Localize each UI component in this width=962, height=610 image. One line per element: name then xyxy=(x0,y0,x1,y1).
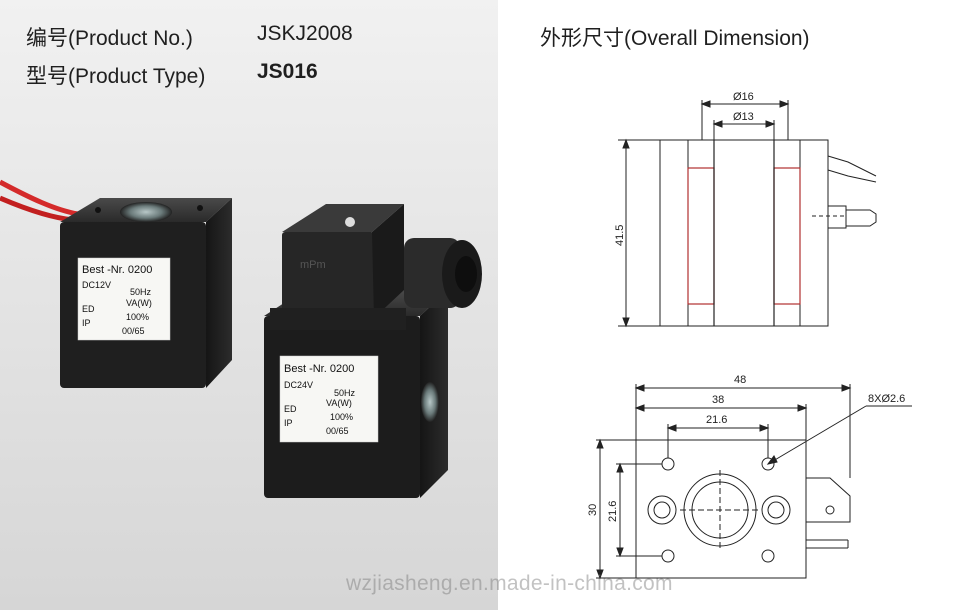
dim-outer-diameter: Ø16 xyxy=(733,91,754,103)
left-label-frequency: 50Hz xyxy=(130,287,152,297)
product-type-value: JS016 xyxy=(257,60,318,83)
left-label-power: VA(W) xyxy=(126,298,152,308)
watermark: wzjiasheng.en.made-in-china.com xyxy=(346,572,673,595)
product-type-label: 型号(Product Type) xyxy=(26,65,206,88)
dim-holes-note: 8XØ2.6 xyxy=(868,393,905,405)
dim-height: 41.5 xyxy=(614,225,626,246)
dimension-title: 外形尺寸(Overall Dimension) xyxy=(540,27,810,50)
front-view-body xyxy=(635,439,807,579)
connector-brand: mPm xyxy=(300,259,326,271)
right-label-title: Best -Nr. 0200 xyxy=(284,363,354,375)
product-no-row: 编号(Product No.) JSKJ2008 xyxy=(26,22,353,52)
right-label-ed: ED xyxy=(284,404,297,414)
right-label-frequency: 50Hz xyxy=(334,388,356,398)
left-coil: Best -Nr. 0200 DC12V 50Hz VA(W) ED 100% … xyxy=(60,198,232,388)
right-label-ed-value: 100% xyxy=(330,412,353,422)
left-label-ip-value: 00/65 xyxy=(122,326,145,336)
left-label-ed-value: 100% xyxy=(126,312,149,322)
dimension-drawing-panel xyxy=(498,0,962,610)
product-no-value: JSKJ2008 xyxy=(257,22,353,45)
right-label-ip-value: 00/65 xyxy=(326,426,349,436)
left-label-ip: IP xyxy=(82,318,91,328)
right-label-power: VA(W) xyxy=(326,398,352,408)
left-label-voltage: DC12V xyxy=(82,280,111,290)
side-view-body xyxy=(659,139,829,327)
right-coil: mPm Best -Nr. 0200 DC24V 50Hz VA(W) ED 1… xyxy=(264,204,482,498)
right-label-voltage: DC24V xyxy=(284,380,313,390)
product-type-row: 型号(Product Type) JS016 xyxy=(26,60,318,90)
dim-width-body: 38 xyxy=(712,394,724,406)
left-label-title: Best -Nr. 0200 xyxy=(82,264,152,276)
dim-hole-spacing-v: 21.6 xyxy=(607,501,619,522)
dim-body-height: 30 xyxy=(587,504,599,516)
dim-width-total: 48 xyxy=(734,374,746,386)
left-label-ed: ED xyxy=(82,304,95,314)
product-no-label: 编号(Product No.) xyxy=(26,27,193,50)
dim-hole-spacing-h: 21.6 xyxy=(706,414,727,426)
solenoid-coils-photo: Best -Nr. 0200 DC12V 50Hz VA(W) ED 100% … xyxy=(0,179,482,498)
dim-inner-diameter: Ø13 xyxy=(733,111,754,123)
right-label-ip: IP xyxy=(284,418,293,428)
